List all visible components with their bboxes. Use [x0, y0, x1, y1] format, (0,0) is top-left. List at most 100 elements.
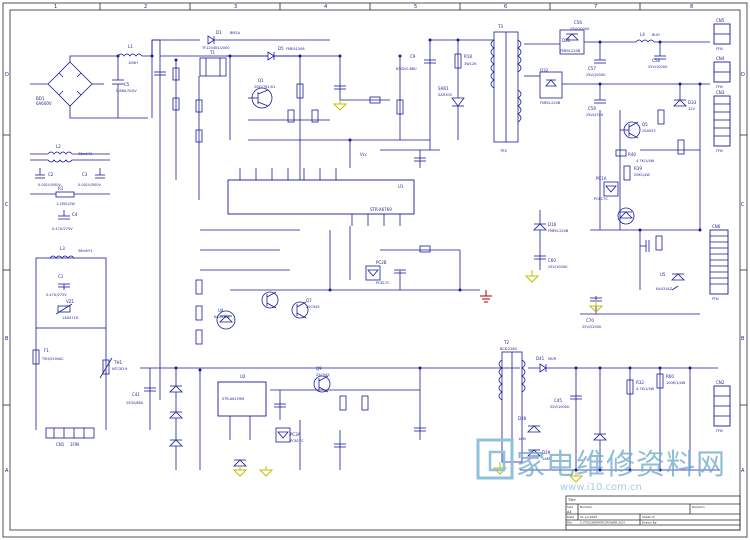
- c58-label: C58: [652, 58, 660, 63]
- t2-value: BCK-2260: [500, 347, 517, 351]
- connector-cn2[interactable]: CN2 FFN: [713, 380, 731, 433]
- row-label-b-right: B: [741, 336, 745, 342]
- c3-label: C3: [82, 172, 88, 177]
- c4-value: 0.47U/275V: [52, 227, 73, 231]
- r60-value: 100K/1/4W: [666, 381, 686, 385]
- row-label-c-left: C: [5, 202, 9, 208]
- r1-label: R1: [58, 186, 64, 191]
- connector-cn3[interactable]: CN3 FFN: [713, 90, 731, 153]
- cn1-pins: 1FIN: [70, 442, 79, 447]
- q5-label: Q5: [642, 122, 648, 127]
- c5-label: C5: [124, 82, 130, 87]
- cn4-label: CN4: [716, 56, 725, 61]
- u2-value: STR-A6159M: [222, 397, 244, 401]
- r40-label: R40: [628, 152, 636, 157]
- r39-label: R39: [634, 166, 642, 171]
- r40-value: 4.7K/1/4W: [636, 159, 655, 163]
- u1-label: U1: [398, 184, 404, 189]
- connector-cn5[interactable]: CN5 FFN: [713, 18, 731, 51]
- cn6-label: CN6: [712, 224, 721, 229]
- c60-value: 25V/1000U: [548, 265, 568, 269]
- c70-value: 25V/2200U: [582, 325, 602, 329]
- primary-stage: D1 BM2A T1 TF120405/2000 D5 FMEA1506 Q1 …: [151, 30, 440, 260]
- d16-value: FMEN-220B: [548, 229, 569, 233]
- t1-label: T1: [209, 50, 215, 55]
- u5-value: KA431AZ: [656, 287, 673, 291]
- u4-value: KA431AZ: [214, 315, 231, 319]
- l4-value: BUH: [652, 33, 660, 37]
- c70-label: C70: [586, 318, 594, 323]
- connector-cn4[interactable]: CN4 FFN: [713, 56, 731, 89]
- ground-icon: [258, 466, 274, 477]
- ground-icon: [332, 100, 348, 111]
- d16-label: D16: [548, 222, 557, 227]
- c3-value: 0.001U/500V: [78, 183, 101, 187]
- bd1-value: 6A600V: [36, 101, 52, 106]
- cn4-type: FFN: [716, 85, 723, 89]
- cn1-label: CN1: [56, 442, 65, 447]
- col-label-7: 7: [594, 4, 597, 10]
- cn2-label: CN2: [716, 380, 725, 385]
- q9-label: Q9: [316, 366, 322, 371]
- r1-value: 1.2M/1/2W: [56, 202, 75, 206]
- c57-value: 25V/1000U: [586, 73, 606, 77]
- row-label-a-left: A: [5, 468, 9, 474]
- bd1-label: BD1: [36, 96, 45, 101]
- transformer-t2: T2 BCK-2260 D41 MUR C45 50V/1000U R32 4.…: [498, 340, 720, 471]
- watermark: 家电维修资料网 www.i10.com.cn: [476, 438, 726, 493]
- c1-label: C1: [58, 274, 64, 279]
- watermark-text: 家电维修资料网: [516, 447, 726, 481]
- d31-label: D31: [562, 38, 571, 43]
- q9-value: 2SC945: [316, 373, 330, 377]
- d41-value: MUR: [548, 357, 557, 361]
- pc1-value: PC817C: [594, 197, 608, 201]
- cn2-type: FFN: [716, 429, 723, 433]
- t3-value: TR5: [499, 149, 507, 153]
- sheet-label: Sheet of: [642, 515, 655, 519]
- u4-label: U4: [218, 308, 224, 313]
- control-section: U4 KA431AZ Q7 2SC945 PC2B PC817C: [159, 226, 492, 400]
- d41-label: D41: [536, 356, 545, 361]
- ic-u1: U1 STR-X6769: [227, 168, 415, 226]
- d33-value: 12V: [688, 107, 695, 111]
- line-filter-l2: L2 38mH*2 C2 0.001U/500V C3 0.001U/500V …: [30, 144, 110, 231]
- d5-label: D5: [278, 46, 284, 51]
- q7-label: Q7: [306, 298, 312, 303]
- size-label: Size: [567, 505, 573, 509]
- c41-label: C41: [132, 392, 140, 397]
- l2-label: L2: [56, 144, 61, 149]
- d32-label: D32: [540, 68, 549, 73]
- l1-label: L1: [128, 44, 133, 49]
- c5-value: 0.68U/310V: [116, 89, 137, 93]
- th1-value: NTC5D-9: [112, 367, 127, 371]
- watermark-logo-icon: [476, 438, 514, 480]
- row-label-d-right: D: [741, 72, 745, 78]
- row-label-c-right: C: [741, 202, 745, 208]
- ground-symbols: [232, 100, 604, 483]
- r39-value: 20K1/4W: [634, 173, 650, 177]
- col-label-4: 4: [324, 4, 327, 10]
- c58-value: 25V/1000U: [648, 65, 668, 69]
- d33-label: D33: [688, 100, 697, 105]
- sar1-label: SAR1: [438, 86, 449, 91]
- row-label-d-left: D: [5, 72, 9, 78]
- line-filter-l3: L3 38mH*1 C1 0.47U/275V VZ1 14D471K F1 T…: [32, 246, 127, 430]
- c59-label: C59: [588, 106, 596, 111]
- l3-value: 38mH*1: [78, 249, 92, 253]
- d31-value: FMEN-220B: [560, 49, 581, 53]
- ground-icon: [588, 300, 604, 313]
- sar1-value: SAR300: [438, 93, 452, 97]
- standby-section: C41 250V/68U U2 STR-A6159M PC3A PC817C Q…: [126, 366, 520, 470]
- drawn-by-label: Drawn By: [642, 521, 657, 525]
- col-label-8: 8: [690, 4, 693, 10]
- l1-value: 10NH: [128, 61, 138, 65]
- c41-value: 250V/68U: [126, 401, 144, 405]
- r32-label: R32: [636, 380, 644, 385]
- connector-cn6[interactable]: CN6 FFN: [709, 224, 729, 301]
- u2-label: U2: [240, 374, 246, 379]
- vz1-value: 14D471K: [62, 316, 79, 320]
- col-label-1: 1: [54, 4, 57, 10]
- f1-value: T5H/250VAC: [41, 357, 64, 361]
- feedback-section: PC1A PC817C R39 20K1/4W U5 KA431AZ C70 2…: [533, 165, 700, 329]
